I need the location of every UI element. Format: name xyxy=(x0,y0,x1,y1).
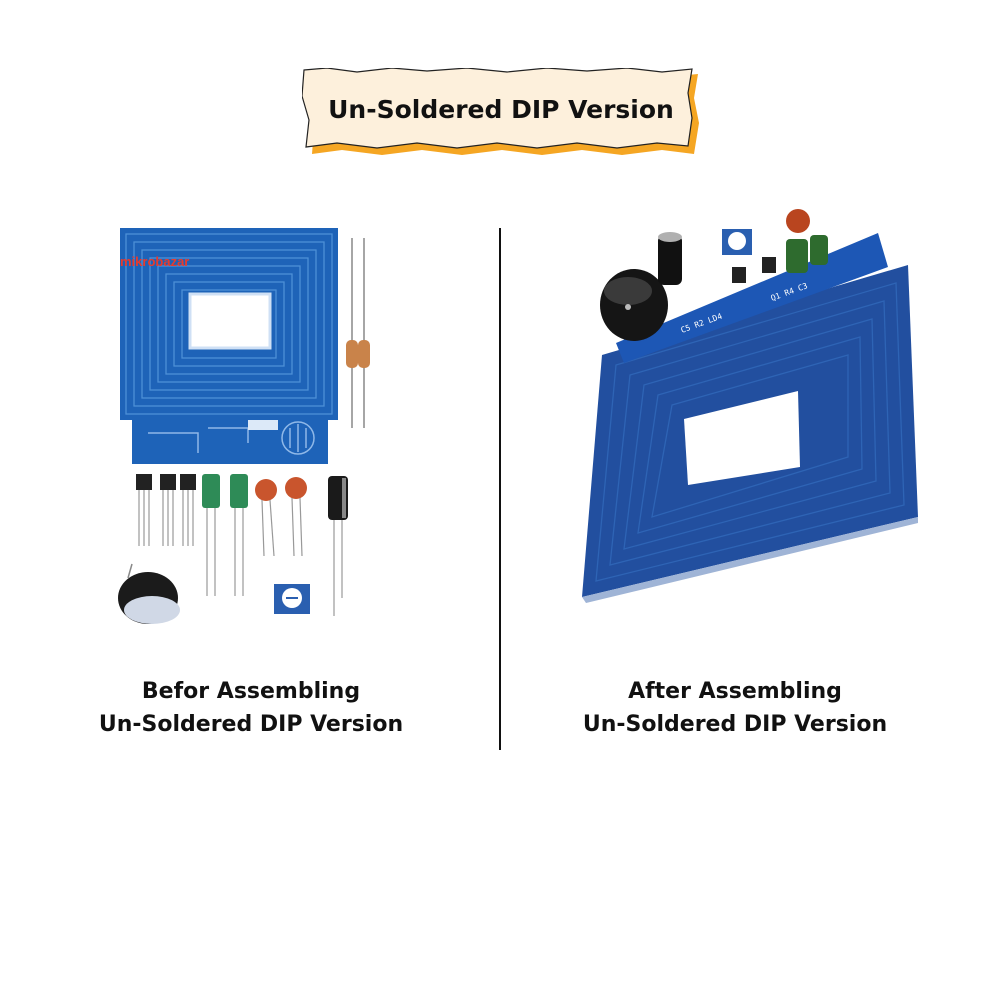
right-caption-line2: Un-Soldered DIP Version xyxy=(582,712,888,737)
left-caption-line1: Befor Assembling xyxy=(141,679,361,704)
title-banner: Un-Soldered DIP Version xyxy=(302,68,700,156)
assembled-board-image: C5 R2 LD4 Q1 R4 C3 xyxy=(572,205,922,605)
assembled-illustration: C5 R2 LD4 Q1 R4 C3 xyxy=(582,209,918,603)
kit-illustration: mikrobazar xyxy=(118,228,370,624)
unassembled-kit-image: mikrobazar xyxy=(108,228,388,628)
left-caption: Befor Assembling Un-Soldered DIP Version xyxy=(80,675,422,741)
right-caption-line1: After Assembling xyxy=(628,679,842,704)
vertical-divider xyxy=(499,228,501,750)
banner-title: Un-Soldered DIP Version xyxy=(328,94,674,124)
brand-logo: mikrobazar xyxy=(120,254,189,269)
left-caption-line2: Un-Soldered DIP Version xyxy=(98,712,404,737)
banner-shape xyxy=(302,68,699,155)
right-caption: After Assembling Un-Soldered DIP Version xyxy=(560,675,910,741)
